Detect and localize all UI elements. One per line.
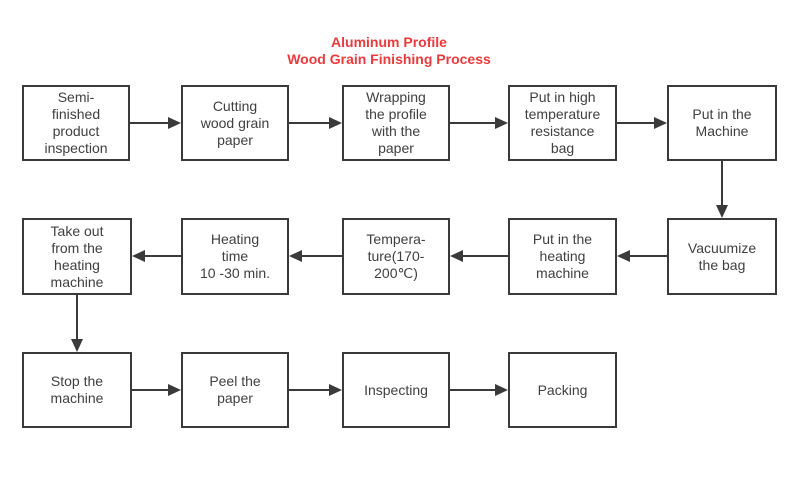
flow-step-label: Inspecting xyxy=(364,381,428,398)
flow-step-label: Peel the paper xyxy=(209,373,261,406)
flow-step-label: Semi- finished product inspection xyxy=(44,89,108,156)
arrow-right-icon xyxy=(450,384,508,396)
flow-step-inspecting: Inspecting xyxy=(342,352,450,428)
flow-step-put-in-high-temperature-resistance-bag: Put in high temperature resistance bag xyxy=(508,85,617,161)
arrow-left-icon xyxy=(289,250,342,262)
flow-step-put-in-the-machine: Put in the Machine xyxy=(667,85,777,161)
arrow-right-icon xyxy=(289,384,342,396)
flow-step-semi-finished-product-inspection: Semi- finished product inspection xyxy=(22,85,130,161)
flow-step-label: Heating time 10 -30 min. xyxy=(199,231,271,281)
arrow-right-icon xyxy=(450,117,508,129)
arrow-right-icon xyxy=(130,117,181,129)
arrow-down-icon xyxy=(71,295,83,352)
arrow-right-icon xyxy=(289,117,342,129)
flow-step-label: Vacuumize the bag xyxy=(687,239,757,273)
flow-step-vacuumize-the-bag: Vacuumize the bag xyxy=(667,218,777,295)
flow-step-label: Put in the heating machine xyxy=(532,231,593,281)
flow-step-take-out-from-heating-machine: Take out from the heating machine xyxy=(22,218,132,295)
flow-step-label: Cutting wood grain paper xyxy=(200,97,270,148)
flow-step-label: Wrapping the profile with the paper xyxy=(365,89,427,156)
flow-step-wrapping-profile-with-paper: Wrapping the profile with the paper xyxy=(342,85,450,161)
arrow-down-icon xyxy=(716,161,728,218)
flow-step-label: Take out from the heating machine xyxy=(50,222,104,290)
flow-step-packing: Packing xyxy=(508,352,617,428)
flow-step-peel-the-paper: Peel the paper xyxy=(181,352,289,428)
arrow-left-icon xyxy=(450,250,508,262)
flow-step-cutting-wood-grain-paper: Cutting wood grain paper xyxy=(181,85,289,161)
flow-step-temperature-170-200c: Tempera- ture(170- 200℃) xyxy=(342,218,450,295)
diagram-title-line2: Wood Grain Finishing Process xyxy=(287,51,491,67)
flow-step-heating-time-10-30-min: Heating time 10 -30 min. xyxy=(181,218,289,295)
arrow-left-icon xyxy=(132,250,181,262)
flow-step-stop-the-machine: Stop the machine xyxy=(22,352,132,428)
flow-step-label: Packing xyxy=(537,381,588,398)
flow-step-label: Put in the Machine xyxy=(692,106,752,139)
flow-step-put-in-heating-machine: Put in the heating machine xyxy=(508,218,617,295)
flow-step-label: Put in high temperature resistance bag xyxy=(524,89,601,156)
diagram-title-line1: Aluminum Profile xyxy=(331,34,447,50)
arrow-right-icon xyxy=(617,117,667,129)
diagram-title: Aluminum Profile Wood Grain Finishing Pr… xyxy=(0,34,778,68)
flow-step-label: Stop the machine xyxy=(50,373,104,406)
arrow-left-icon xyxy=(617,250,667,262)
arrow-right-icon xyxy=(132,384,181,396)
flow-step-label: Tempera- ture(170- 200℃) xyxy=(366,231,426,281)
